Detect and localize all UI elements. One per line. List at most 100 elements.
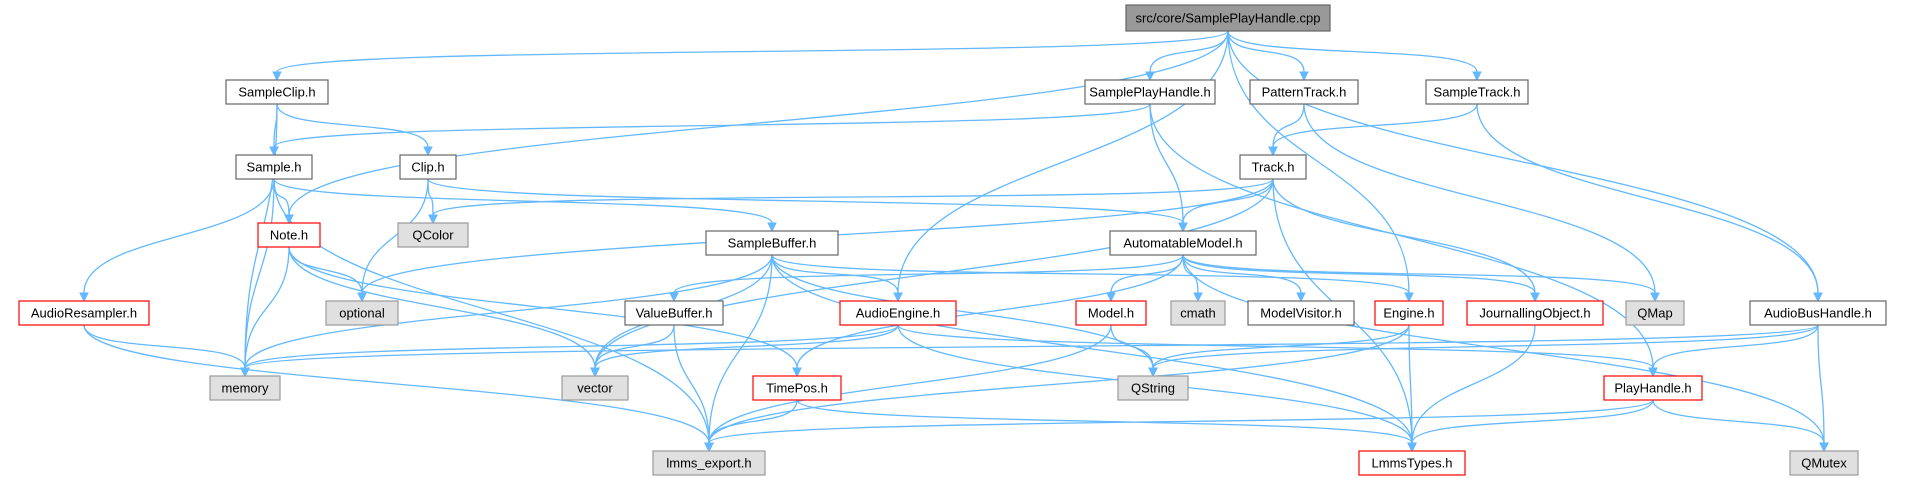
edge-arrowhead	[792, 367, 802, 378]
node-qmutex[interactable]: QMutex	[1789, 450, 1859, 476]
edge-automatablemodel-to-timepos	[792, 254, 1184, 378]
edge-clip-to-automatablemodel	[427, 178, 1188, 233]
edge-arrowhead	[1648, 367, 1658, 378]
node-model[interactable]: Model.h	[1075, 300, 1147, 326]
edge-arrowhead	[272, 71, 282, 82]
edge-line	[673, 254, 1184, 294]
edge-line	[1182, 254, 1302, 294]
node-label: JournallingObject.h	[1479, 306, 1590, 321]
edge-arrowhead	[240, 367, 250, 378]
edge-line	[288, 30, 1229, 216]
node-memory[interactable]: memory	[209, 375, 281, 401]
node-label: src/core/SamplePlayHandle.cpp	[1136, 11, 1321, 26]
node-label: Clip.h	[411, 160, 444, 175]
edge-arrowhead	[357, 292, 367, 303]
node-box	[1358, 450, 1466, 476]
edge-arrowhead	[767, 222, 777, 233]
node-note[interactable]: Note.h	[257, 222, 321, 248]
edge-line	[1182, 178, 1274, 224]
node-qmap[interactable]: QMap	[1625, 300, 1685, 326]
edge-automatablemodel-to-qmutex	[1182, 254, 1829, 453]
node-label: AudioBusHandle.h	[1764, 306, 1872, 321]
edge-samplebuffer-to-audioengine	[771, 254, 903, 303]
edge-timepos-to-lmmstypes	[796, 399, 1417, 453]
edge-line	[1227, 30, 1305, 73]
node-track[interactable]: Track.h	[1239, 154, 1307, 180]
edge-arrowhead	[1106, 292, 1116, 303]
edge-line	[288, 246, 363, 294]
node-box	[1125, 4, 1331, 32]
node-audiobushandle[interactable]: AudioBusHandle.h	[1749, 300, 1887, 326]
edge-line	[708, 324, 1112, 444]
node-engine[interactable]: Engine.h	[1374, 300, 1444, 326]
edge-audiobushandle-to-qstring	[1148, 324, 1819, 378]
node-samplebuffer[interactable]: SampleBuffer.h	[705, 230, 839, 256]
node-box	[1249, 79, 1359, 105]
edge-sampletrack-to-track	[1268, 103, 1478, 157]
edge-arrowhead	[704, 442, 714, 453]
edge-sampleclip-to-clip	[276, 103, 433, 157]
node-box	[1425, 79, 1529, 105]
edge-line	[83, 324, 710, 444]
node-box	[1075, 300, 1147, 326]
edge-arrowhead	[1148, 367, 1158, 378]
node-lmmsexport[interactable]: lmms_export.h	[652, 450, 766, 476]
edge-line	[673, 324, 710, 444]
node-root[interactable]: src/core/SamplePlayHandle.cpp	[1125, 4, 1331, 32]
node-clip[interactable]: Clip.h	[399, 154, 457, 180]
edge-line	[1227, 30, 1410, 294]
edge-arrowhead	[1472, 71, 1482, 82]
node-sample[interactable]: Sample.h	[235, 154, 313, 180]
node-label: lmms_export.h	[666, 456, 751, 471]
node-playhandle[interactable]: PlayHandle.h	[1603, 375, 1703, 401]
edge-line	[1476, 103, 1819, 294]
node-qcolor[interactable]: QColor	[397, 222, 469, 248]
node-valuebuffer[interactable]: ValueBuffer.h	[624, 300, 724, 326]
node-box	[839, 300, 957, 326]
node-label: cmath	[1180, 306, 1215, 321]
edge-line	[771, 254, 1413, 444]
edge-line	[1110, 324, 1154, 369]
edge-arrowhead	[1268, 146, 1278, 157]
edge-line	[1182, 254, 1825, 444]
node-box	[1170, 300, 1226, 326]
edge-arrowhead	[1819, 442, 1829, 453]
node-automatablemodel[interactable]: AutomatableModel.h	[1109, 230, 1257, 256]
edge-line	[288, 246, 596, 369]
edge-line	[771, 254, 1410, 294]
node-modelvisitor[interactable]: ModelVisitor.h	[1247, 300, 1355, 326]
edge-line	[1227, 30, 1478, 73]
node-sampletrack[interactable]: SampleTrack.h	[1425, 79, 1529, 105]
node-audioresampler[interactable]: AudioResampler.h	[18, 300, 150, 326]
node-journalling[interactable]: JournallingObject.h	[1466, 300, 1604, 326]
node-qstring[interactable]: QString	[1117, 375, 1189, 401]
edge-line	[276, 30, 1229, 73]
edge-arrowhead	[1530, 292, 1540, 303]
node-box	[561, 375, 629, 401]
node-sampleplayhandle[interactable]: SamplePlayHandle.h	[1084, 79, 1216, 105]
edge-arrowhead	[1193, 292, 1203, 303]
edge-automatablemodel-to-modelvisitor	[1182, 254, 1306, 303]
node-patterntrack[interactable]: PatternTrack.h	[1249, 79, 1359, 105]
edge-line	[244, 254, 773, 369]
node-vector[interactable]: vector	[561, 375, 629, 401]
node-label: PatternTrack.h	[1262, 85, 1347, 100]
node-label: memory	[222, 381, 269, 396]
edge-line	[1182, 254, 1199, 294]
node-box	[1603, 375, 1703, 401]
node-label: Engine.h	[1383, 306, 1434, 321]
edge-line	[1182, 254, 1536, 294]
node-box	[1084, 79, 1216, 105]
edge-arrowhead	[1407, 442, 1417, 453]
node-cmath[interactable]: cmath	[1170, 300, 1226, 326]
node-audioengine[interactable]: AudioEngine.h	[839, 300, 957, 326]
node-lmmstypes[interactable]: LmmsTypes.h	[1358, 450, 1466, 476]
node-box	[752, 375, 842, 401]
edge-line	[708, 324, 1410, 444]
node-timepos[interactable]: TimePos.h	[752, 375, 842, 401]
node-box	[624, 300, 724, 326]
node-label: SampleTrack.h	[1434, 85, 1521, 100]
node-optional[interactable]: optional	[325, 300, 399, 326]
node-box	[399, 154, 457, 180]
node-sampleclip[interactable]: SampleClip.h	[225, 79, 329, 105]
